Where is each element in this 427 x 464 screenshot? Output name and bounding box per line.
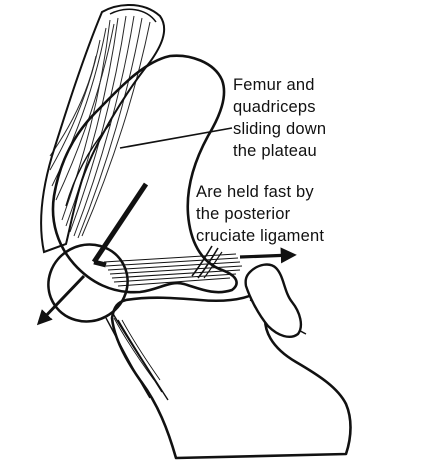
ligament-label: Are held fast by the posterior cruciate … (196, 183, 324, 245)
ligament-holding-arrow (240, 255, 292, 257)
femur-leader-line (120, 128, 232, 148)
ligament-label-line-3: cruciate ligament (196, 227, 324, 245)
femur-label: Femur and quadriceps sliding down the pl… (233, 76, 331, 160)
ligament-label-line-1: Are held fast by (196, 183, 314, 201)
femur-label-line-2: quadriceps (233, 98, 316, 116)
quadriceps-tendon (41, 5, 164, 252)
femur-label-line-3: sliding down (233, 120, 326, 138)
femur-label-line-4: the plateau (233, 142, 317, 160)
tibia-bone (112, 293, 351, 458)
femur-label-line-1: Femur and (233, 76, 315, 94)
fibula-head (246, 265, 301, 337)
ligament-label-line-2: the posterior (196, 205, 291, 223)
patellar-ligament (106, 312, 168, 400)
